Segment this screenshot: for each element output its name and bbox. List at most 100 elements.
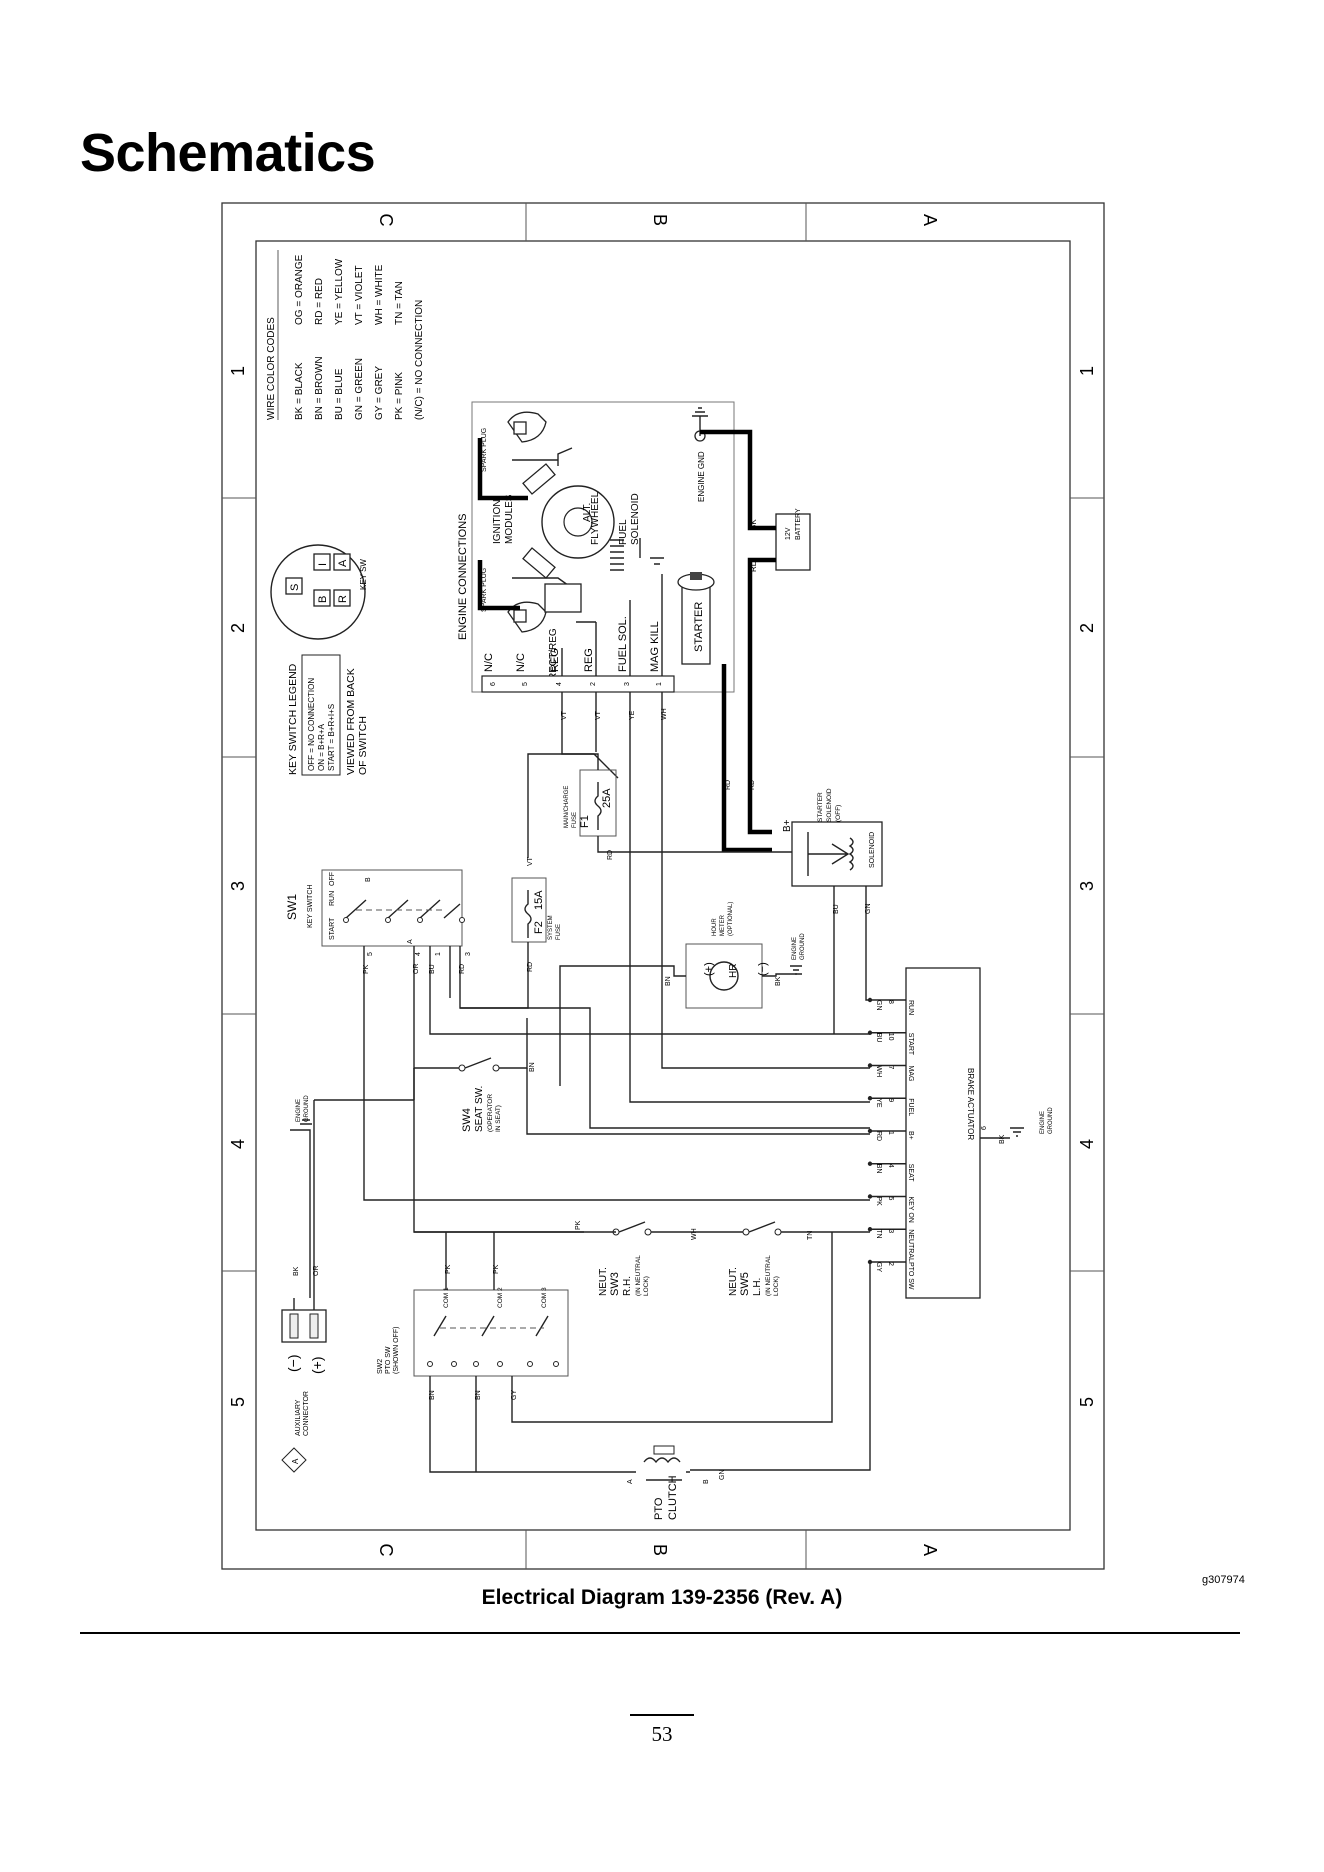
svg-text:GN: GN bbox=[719, 1470, 726, 1481]
svg-text:B: B bbox=[703, 1479, 710, 1484]
svg-text:PK: PK bbox=[493, 1264, 500, 1274]
svg-text:BK: BK bbox=[749, 519, 758, 530]
wire-wh bbox=[661, 692, 870, 1069]
svg-text:4: 4 bbox=[415, 952, 422, 956]
svg-text:BN: BN bbox=[665, 976, 672, 986]
svg-text:GROUND: GROUND bbox=[800, 933, 806, 960]
brake-actuator-pin-wire-color: RD bbox=[875, 1131, 882, 1141]
svg-text:2: 2 bbox=[590, 682, 597, 686]
auxiliary-connector: (−) (+) AUXILIARY CONNECTOR A bbox=[281, 1309, 327, 1473]
svg-text:BK: BK bbox=[775, 976, 782, 986]
brake-actuator-pin-name: KEY ON bbox=[907, 1197, 914, 1223]
engine-connections: ENGINE CONNECTIONS SPARK PLUG SPARK PLUG… bbox=[457, 401, 735, 693]
key-switch-legend: KEY SWITCH LEGEND OFF = NO CONNECTION ON… bbox=[287, 654, 369, 776]
brake-actuator-pin-wire-color: PK bbox=[875, 1197, 882, 1207]
svg-text:(−): (−) bbox=[757, 962, 769, 976]
wire-gn-solenoid bbox=[865, 886, 870, 1001]
svg-text:LOCK): LOCK) bbox=[773, 1276, 780, 1296]
grid-row-5-left: 5 bbox=[228, 1397, 248, 1407]
sw2-pto-switch: SW2 PTO SW (SHOWN OFF) COM 1 COM 2 COM 3 bbox=[377, 1287, 569, 1377]
svg-text:ON = B+R+A: ON = B+R+A bbox=[317, 723, 326, 771]
svg-text:BK: BK bbox=[999, 1134, 1006, 1144]
wire-code: GY = GREY bbox=[374, 366, 385, 420]
grid-row-1-left: 1 bbox=[228, 366, 248, 376]
svg-text:GN: GN bbox=[865, 904, 872, 915]
svg-text:BU: BU bbox=[429, 964, 436, 974]
svg-text:RD: RD bbox=[725, 780, 732, 790]
svg-text:PK: PK bbox=[445, 1264, 452, 1274]
brake-actuator-pin-number: 5 bbox=[887, 1197, 894, 1201]
pto-clutch: A B PTO CLUTCH bbox=[466, 1445, 710, 1520]
svg-text:5: 5 bbox=[367, 952, 374, 956]
brake-actuator-pin-number: 3 bbox=[887, 1229, 894, 1233]
svg-text:IN SEAT): IN SEAT) bbox=[495, 1105, 502, 1132]
brake-actuator-pin-name: B+ bbox=[907, 1131, 914, 1140]
brake-actuator-junction bbox=[867, 1194, 873, 1199]
svg-text:START = B+R+I+S: START = B+R+I+S bbox=[327, 704, 336, 771]
battery-neg-wire bbox=[700, 429, 776, 531]
wire-code: YE = YELLOW bbox=[334, 258, 345, 325]
svg-text:PTO SW: PTO SW bbox=[385, 1346, 392, 1374]
svg-text:SW2: SW2 bbox=[377, 1359, 384, 1374]
figure-id: g307974 bbox=[1202, 1574, 1245, 1586]
svg-text:FUEL SOL.: FUEL SOL. bbox=[617, 616, 629, 672]
svg-text:PTO: PTO bbox=[653, 1497, 665, 1520]
brake-actuator-junction bbox=[867, 1227, 873, 1232]
svg-text:R.H.: R.H. bbox=[622, 1276, 633, 1296]
svg-text:BRAKE ACTUATOR: BRAKE ACTUATOR bbox=[966, 1068, 975, 1140]
wire-code: BN = BROWN bbox=[314, 356, 325, 420]
wire-code: WH = WHITE bbox=[374, 264, 385, 325]
svg-text:BK: BK bbox=[293, 1266, 300, 1276]
svg-text:CONNECTOR: CONNECTOR bbox=[303, 1391, 310, 1436]
wire-code: VT = VIOLET bbox=[354, 265, 365, 325]
fuse-f2: F2 15A SYSTEM FUSE bbox=[511, 877, 562, 943]
svg-text:AUXILIARY: AUXILIARY bbox=[295, 1399, 302, 1436]
wire-pk-key bbox=[363, 946, 870, 1201]
wire-code: RD = RED bbox=[314, 278, 325, 325]
brake-actuator-pin-name: START bbox=[907, 1033, 914, 1056]
svg-text:HOUR: HOUR bbox=[712, 918, 718, 936]
svg-text:SW5: SW5 bbox=[739, 1272, 751, 1296]
page-number: 53 bbox=[630, 1714, 694, 1747]
page-title: Schematics bbox=[80, 123, 376, 183]
svg-text:RUN: RUN bbox=[329, 891, 336, 906]
grid-row-4-right: 4 bbox=[1077, 1139, 1097, 1149]
svg-text:SYSTEM: SYSTEM bbox=[548, 915, 554, 940]
svg-text:KEY SW: KEY SW bbox=[359, 559, 368, 590]
svg-text:BATTERY: BATTERY bbox=[795, 508, 802, 540]
wire-code: TN = TAN bbox=[394, 281, 405, 325]
brake-actuator-pin-name: FUEL bbox=[907, 1098, 914, 1116]
svg-text:IGNITION: IGNITION bbox=[492, 500, 503, 544]
svg-text:A: A bbox=[407, 939, 414, 944]
svg-text:FUSE: FUSE bbox=[556, 924, 562, 940]
svg-text:SW1: SW1 bbox=[285, 894, 299, 920]
svg-text:ENGINE: ENGINE bbox=[296, 1099, 302, 1122]
svg-text:STARTER: STARTER bbox=[817, 792, 824, 822]
brake-actuator-junction bbox=[867, 1063, 873, 1068]
svg-text:R: R bbox=[337, 595, 349, 603]
svg-text:METER: METER bbox=[720, 914, 726, 936]
svg-text:COM 1: COM 1 bbox=[443, 1287, 450, 1308]
svg-text:KEY SWITCH LEGEND: KEY SWITCH LEGEND bbox=[287, 663, 299, 775]
svg-text:BN: BN bbox=[429, 1390, 436, 1400]
svg-text:(+): (+) bbox=[703, 962, 715, 976]
svg-text:B+: B+ bbox=[782, 819, 793, 832]
battery-pos-wire bbox=[747, 557, 776, 835]
svg-text:B: B bbox=[317, 596, 329, 603]
svg-text:(OPTIONAL): (OPTIONAL) bbox=[728, 902, 734, 936]
svg-text:RD: RD bbox=[459, 964, 466, 974]
svg-text:OR: OR bbox=[313, 1266, 320, 1277]
svg-text:STARTER: STARTER bbox=[693, 602, 705, 652]
svg-text:SW3: SW3 bbox=[609, 1272, 621, 1296]
svg-text:NEUT.: NEUT. bbox=[728, 1267, 739, 1296]
brake-actuator-pin-wire-color: BU bbox=[875, 1033, 882, 1043]
sw4-seat-switch: SW4 SEAT SW. (OPERATOR IN SEAT) BN bbox=[458, 1018, 536, 1132]
brake-actuator-pin-wire-color: GY bbox=[875, 1262, 882, 1272]
svg-text:ENGINE: ENGINE bbox=[1040, 1111, 1046, 1134]
svg-text:RD: RD bbox=[749, 560, 758, 572]
svg-text:PK: PK bbox=[575, 1220, 582, 1230]
wire-code: OG = ORANGE bbox=[294, 254, 305, 325]
svg-text:WH: WH bbox=[661, 708, 668, 720]
svg-text:OFF: OFF bbox=[329, 872, 336, 886]
svg-text:TN: TN bbox=[807, 1231, 814, 1240]
